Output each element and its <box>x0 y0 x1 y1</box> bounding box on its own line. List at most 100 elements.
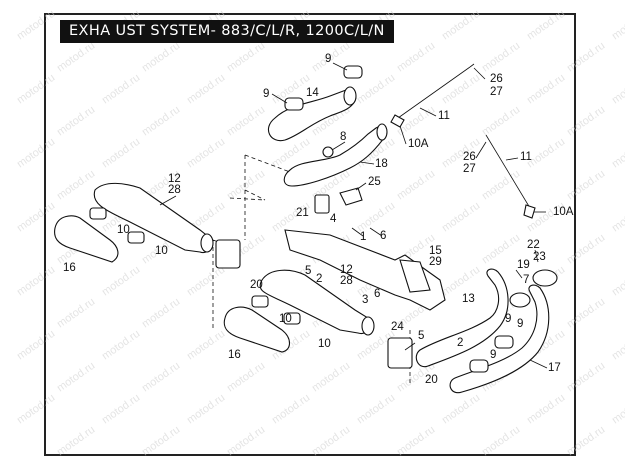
callout-6: 6 <box>380 230 386 242</box>
watermark-text: motod.ru <box>55 296 97 331</box>
muffler-end-cap-16-upper <box>54 215 119 263</box>
callout-10A: 10A <box>408 138 429 150</box>
callout-29: 29 <box>429 256 442 268</box>
watermark-text: motod.ru <box>15 264 57 299</box>
watermark-text: motod.ru <box>15 392 57 427</box>
callout-14: 14 <box>306 87 319 99</box>
watermark-text: motod.ru <box>225 40 267 75</box>
callout-13: 13 <box>462 293 475 305</box>
callout-7: 7 <box>523 274 529 286</box>
watermark-text: motod.ru <box>140 104 182 139</box>
watermark-text: motod.ru <box>480 424 522 459</box>
watermark-text: motod.ru <box>565 232 607 267</box>
watermark-text: motod.ru <box>480 104 522 139</box>
watermark-text: motod.ru <box>525 8 567 43</box>
watermark-text: motod.ru <box>55 104 97 139</box>
watermark-text: motod.ru <box>140 40 182 75</box>
callout-9: 9 <box>517 318 523 330</box>
watermark-text: motod.ru <box>440 200 482 235</box>
callout-28: 28 <box>168 184 181 196</box>
watermark-text: motod.ru <box>55 168 97 203</box>
callout-9: 9 <box>325 53 331 65</box>
callout-26: 26 <box>463 151 476 163</box>
watermark-text: motod.ru <box>15 328 57 363</box>
watermark-text: motod.ru <box>395 424 437 459</box>
diagram-title: EXHA UST SYSTEM- 883/C/L/R, 1200C/L/N <box>60 20 394 43</box>
watermark-text: motod.ru <box>225 104 267 139</box>
muffler-end-cap-16-lower <box>223 306 291 353</box>
watermark-text: motod.ru <box>480 232 522 267</box>
watermark-text: motod.ru <box>610 200 625 235</box>
callout-2: 2 <box>457 337 463 349</box>
watermark-text: motod.ru <box>100 72 142 107</box>
callout-labels: 9 26 27 9 14 11 8 10A 18 26 27 11 12 28 … <box>63 53 574 386</box>
watermark-text: motod.ru <box>440 392 482 427</box>
gasket-8 <box>322 146 334 158</box>
watermark-text: motod.ru <box>440 8 482 43</box>
watermark-text: motod.ru <box>185 72 227 107</box>
callout-26: 26 <box>490 73 503 85</box>
callout-17: 17 <box>548 362 561 374</box>
callout-10: 10 <box>318 338 331 350</box>
watermark-text: motod.ru <box>270 392 312 427</box>
callout-21: 21 <box>296 207 309 219</box>
watermark-text: motod.ru <box>565 360 607 395</box>
watermark-text: motod.ru <box>100 264 142 299</box>
callout-9: 9 <box>263 88 269 100</box>
oxygen-sensor-cable-upper <box>397 66 471 119</box>
watermark-text: motod.ru <box>310 360 352 395</box>
watermark-text: motod.ru <box>140 360 182 395</box>
watermark-text: motod.ru <box>140 424 182 459</box>
watermark-text: motod.ru <box>610 8 625 43</box>
watermark-text: motod.ru <box>185 328 227 363</box>
callout-22: 22 <box>527 239 540 251</box>
watermark-text: motod.ru <box>100 328 142 363</box>
callout-11: 11 <box>520 151 532 163</box>
watermark-text: motod.ru <box>140 296 182 331</box>
callout-16: 16 <box>63 262 76 274</box>
watermark-text: motod.ru <box>610 328 625 363</box>
watermark-text: motod.ru <box>185 392 227 427</box>
callout-9: 9 <box>490 349 496 361</box>
callout-10: 10 <box>117 224 130 236</box>
watermark-text: motod.ru <box>15 8 57 43</box>
watermark-text: motod.ru <box>225 360 267 395</box>
callout-8: 8 <box>340 131 346 143</box>
watermark-text: motod.ru <box>15 200 57 235</box>
watermark-text: motod.ru <box>310 424 352 459</box>
watermark-text: motod.ru <box>565 104 607 139</box>
watermark-text: motod.ru <box>395 40 437 75</box>
watermark-text: motod.ru <box>100 392 142 427</box>
watermark-text: motod.ru <box>610 264 625 299</box>
callout-5: 5 <box>418 330 424 342</box>
watermark-text: motod.ru <box>355 392 397 427</box>
bracket-21 <box>314 194 330 214</box>
callout-25: 25 <box>368 176 381 188</box>
watermark-text: motod.ru <box>610 136 625 171</box>
callout-18: 18 <box>375 158 388 170</box>
watermark-text: motod.ru <box>565 424 607 459</box>
bracket-20-upper <box>215 239 241 269</box>
watermark-text: motod.ru <box>15 136 57 171</box>
watermark-text: motod.ru <box>55 40 97 75</box>
muffler-mount-bracket-15 <box>284 229 446 311</box>
watermark-text: motod.ru <box>565 168 607 203</box>
callout-3: 3 <box>362 294 368 306</box>
callout-1: 1 <box>360 231 366 243</box>
watermark-text: motod.ru <box>610 72 625 107</box>
callout-4: 4 <box>330 213 337 225</box>
callout-23: 23 <box>533 251 546 263</box>
watermark-text: motod.ru <box>565 40 607 75</box>
callout-5: 5 <box>305 265 311 277</box>
callout-11: 11 <box>438 110 450 122</box>
front-exhaust-pipe-13 <box>415 268 509 368</box>
watermark-text: motod.ru <box>225 424 267 459</box>
watermark-text: motod.ru <box>55 360 97 395</box>
callout-10: 10 <box>155 245 168 257</box>
front-exhaust-pipe-17 <box>449 284 550 394</box>
leader-lines <box>159 62 548 369</box>
callout-15: 15 <box>429 245 442 257</box>
watermark-text: motod.ru <box>565 296 607 331</box>
callout-20: 20 <box>250 279 263 291</box>
